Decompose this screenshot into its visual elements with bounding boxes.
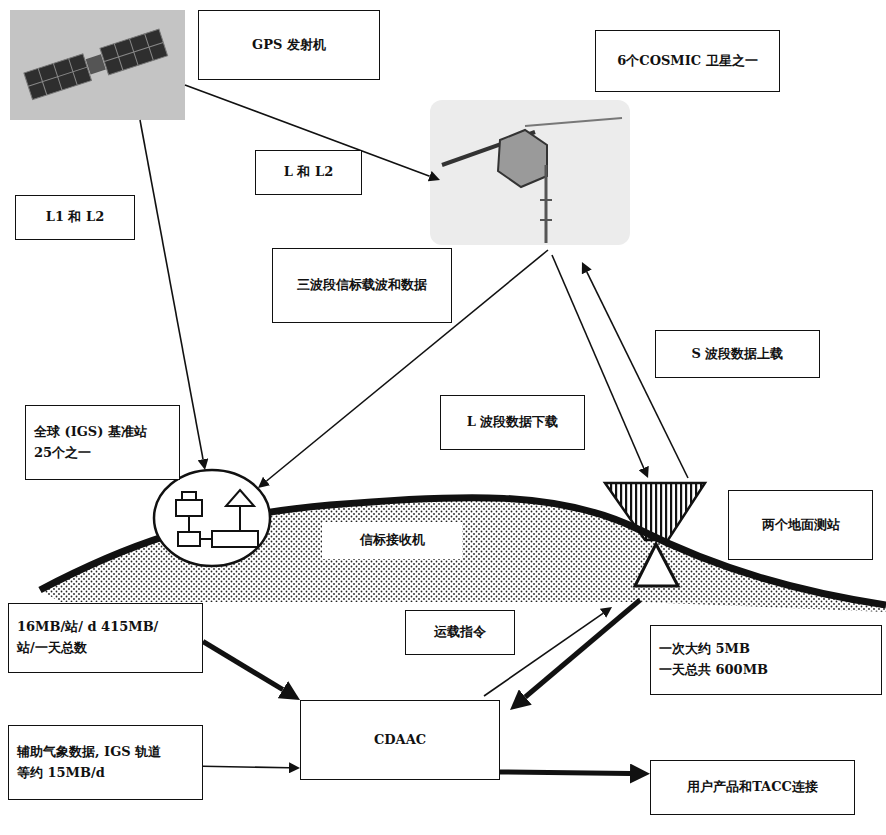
box-text: 用户产品和TACC连接 [687, 777, 818, 798]
signal-label-box: S 波段数据上载 [655, 330, 820, 378]
box-text: 一次大约 5MB 一天总共 600MB [659, 639, 779, 681]
data-arrow [525, 600, 640, 697]
data-flow-arrow [203, 642, 283, 690]
solar-panels [24, 29, 168, 100]
box-text: 三波段信标载波和数据 [297, 275, 427, 296]
antenna-symbol [226, 490, 254, 506]
photo-ground [10, 10, 185, 120]
box-text: S 波段数据上载 [692, 344, 784, 365]
panel [100, 29, 168, 75]
cosmic-satellite [430, 100, 630, 245]
box-text: 全球 (IGS) 基准站 25个之一 [34, 422, 164, 464]
box-text: 两个地面测站 [762, 515, 840, 536]
box-text: 辅助气象数据, IGS 轨道 等约 15MB/d [17, 742, 182, 784]
label-box: 两个地面测站 [728, 490, 873, 560]
ground-dish [605, 483, 705, 586]
signal-label-box: L 和 L2 [255, 150, 362, 195]
box-text: 16MB/站/ d 415MB/站/一天总数 [17, 617, 167, 659]
box-text: 6个COSMIC 卫星之一 [617, 51, 757, 72]
panel-grid [24, 54, 92, 100]
box-text: L1 和 L2 [46, 207, 104, 228]
label-box: 6个COSMIC 卫星之一 [595, 30, 780, 92]
label-box: 全球 (IGS) 基准站 25个之一 [25, 405, 180, 480]
station-circle [154, 470, 270, 566]
box-text: L 波段数据下载 [467, 412, 559, 433]
antenna-mast [545, 165, 548, 243]
satellite-body [498, 130, 547, 187]
signal-label-box: L1 和 L2 [15, 195, 135, 240]
panel-grid [100, 29, 168, 75]
antenna-post [239, 506, 241, 531]
output-box: 用户产品和TACC连接 [650, 760, 855, 815]
data-volume-box: 一次大约 5MB 一天总共 600MB [650, 625, 882, 695]
command-label-box: 运载指令 [405, 610, 515, 655]
data-flow-arrow [500, 772, 630, 774]
process-box: CDAAC [300, 700, 500, 780]
photo-ground [430, 100, 630, 245]
label-box: GPS 发射机 [198, 10, 380, 80]
box-text: 信标接收机 [360, 530, 425, 551]
receiver-box [176, 500, 202, 516]
data-flow-arrow [203, 766, 289, 768]
data-volume-box: 16MB/站/ d 415MB/站/一天总数 [8, 603, 203, 673]
box-text: 运载指令 [434, 622, 486, 643]
box-text: CDAAC [374, 730, 426, 751]
wire [188, 516, 190, 532]
signal-label-box: 三波段信标载波和数据 [272, 248, 452, 323]
antenna-arm [525, 118, 622, 126]
receiver-handle [182, 492, 196, 500]
box-text: GPS 发射机 [252, 35, 326, 56]
dish [605, 483, 705, 540]
receiver-box [212, 531, 258, 547]
receiver-label: 信标接收机 [322, 522, 462, 559]
gps-satellite [10, 10, 185, 120]
receiver-box [178, 532, 200, 546]
mast-ticks [540, 200, 552, 220]
reference-station [154, 470, 270, 566]
dish-base [635, 544, 678, 586]
data-volume-box: 辅助气象数据, IGS 轨道 等约 15MB/d [8, 725, 203, 800]
panel [24, 54, 92, 100]
box-text: L 和 L2 [284, 162, 333, 183]
signal-label-box: L 波段数据下载 [440, 395, 585, 450]
wire [200, 538, 212, 540]
